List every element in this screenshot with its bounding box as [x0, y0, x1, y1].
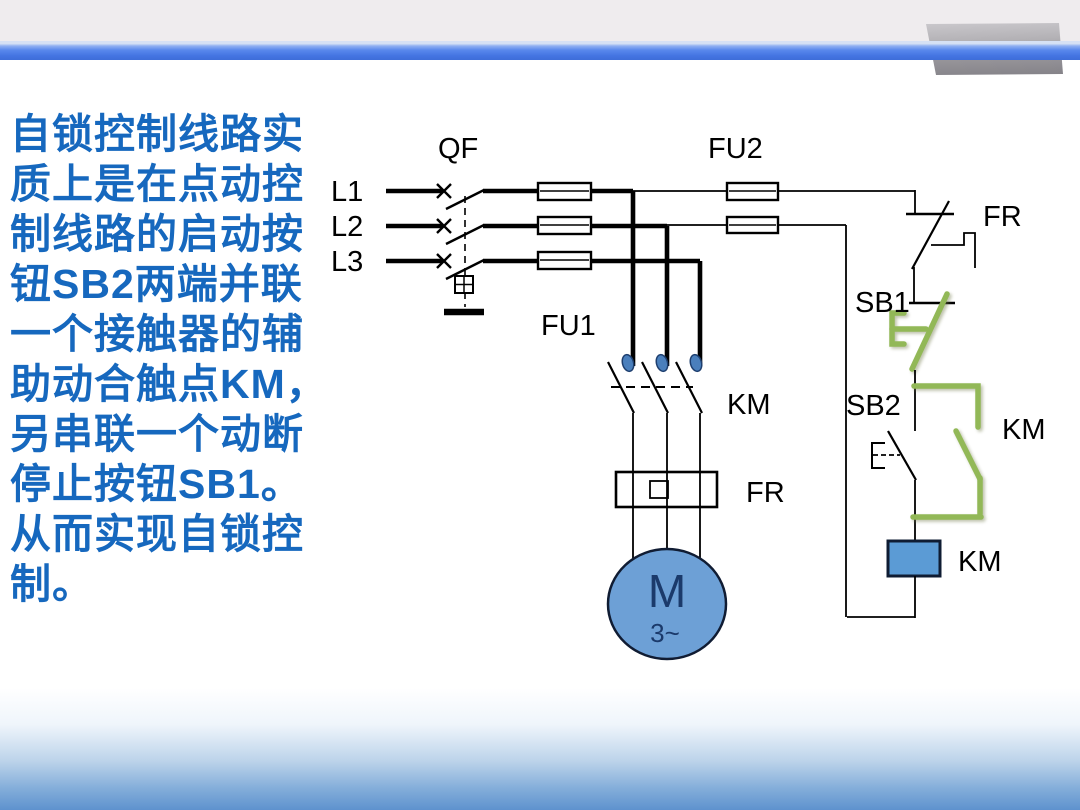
description-line: 自锁控制线路实: [10, 111, 304, 157]
fu1-fuses: [536, 181, 593, 271]
label-l3: L3: [331, 246, 363, 278]
top-blue-bar: [0, 41, 1080, 60]
description-line: 制。: [10, 561, 94, 607]
sb1-stop-button: [889, 291, 955, 431]
fr-nc-contact: [906, 200, 976, 303]
label-fu2: FU2: [708, 133, 763, 165]
label-fr-heater: FR: [746, 477, 785, 509]
description-line: 质上是在点动控: [10, 161, 304, 207]
motor-label: M: [648, 565, 686, 617]
motor-phases-label: 3~: [650, 618, 680, 648]
label-sb2: SB2: [846, 390, 901, 422]
description-line: 制线路的启动按: [10, 211, 304, 257]
sb2-start-button: [871, 430, 917, 542]
description-line: 从而实现自锁控: [10, 511, 304, 557]
label-sb1: SB1: [855, 287, 910, 319]
description-line: 停止按钮SB1。: [10, 461, 303, 507]
description-line: 钮SB2两端并联: [10, 261, 303, 307]
label-l2: L2: [331, 211, 363, 243]
footer-gradient: [0, 688, 1080, 810]
label-km-aux: KM: [1002, 414, 1046, 446]
fu2-fuses: [725, 181, 780, 235]
label-l1: L1: [331, 176, 363, 208]
description-line: 助动合触点KM，: [10, 361, 328, 407]
label-km-coil: KM: [958, 546, 1002, 578]
qf-breaker: [436, 183, 485, 316]
km-main-contacts: [607, 353, 703, 414]
description-text: 自锁控制线路实 质上是在点动控 制线路的启动按 钮SB2两端并联 一个接触器的辅…: [10, 109, 340, 609]
description-line: 另串联一个动断: [10, 411, 304, 457]
top-gray-band: [0, 0, 1080, 41]
label-km-main: KM: [727, 389, 771, 421]
label-qf: QF: [438, 133, 478, 165]
motor: M 3~: [606, 547, 728, 661]
km-aux-contact: [910, 383, 984, 520]
fr-overload: [614, 470, 719, 509]
label-fu1: FU1: [541, 310, 596, 342]
km-coil: [847, 539, 942, 618]
description-line: 一个接触器的辅: [10, 311, 304, 357]
label-fr-contact: FR: [983, 201, 1022, 233]
motor-branch-wires: [632, 413, 701, 562]
